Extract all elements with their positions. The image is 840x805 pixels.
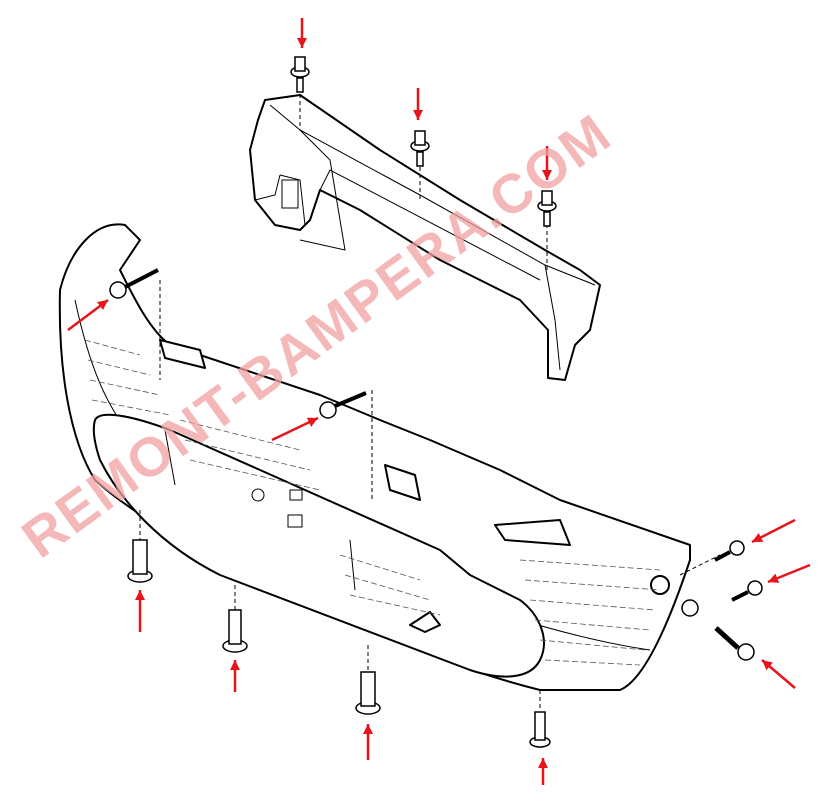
clip-top-2 bbox=[410, 130, 430, 167]
bolt-bottom-4 bbox=[529, 711, 551, 748]
arrowhead-9 bbox=[538, 758, 548, 768]
bolt-bottom-2 bbox=[222, 609, 248, 653]
bumper-cover bbox=[58, 223, 691, 691]
arrowhead-8 bbox=[363, 724, 373, 734]
screw-side-3 bbox=[714, 626, 755, 661]
arrowhead-1 bbox=[297, 38, 307, 48]
arrowhead-12 bbox=[762, 660, 773, 671]
arrowhead-3 bbox=[542, 170, 552, 180]
arrowhead-2 bbox=[413, 110, 423, 120]
fasteners bbox=[109, 56, 763, 748]
pointer-arrows bbox=[67, 18, 811, 785]
arrowhead-10 bbox=[752, 532, 764, 542]
bolt-bottom-1 bbox=[127, 539, 153, 583]
screw-side-1 bbox=[714, 540, 745, 562]
arrowhead-6 bbox=[135, 590, 145, 600]
arrowhead-7 bbox=[230, 660, 240, 670]
clip-top-1 bbox=[290, 56, 310, 93]
screw-side-2 bbox=[731, 580, 763, 602]
arrowhead-5 bbox=[306, 417, 318, 427]
arrowhead-4 bbox=[97, 300, 108, 310]
washer-nut bbox=[681, 599, 699, 617]
screw-upper-left bbox=[109, 268, 159, 299]
screw-middle bbox=[319, 391, 367, 419]
clip-top-3 bbox=[537, 190, 557, 227]
bolt-bottom-3 bbox=[355, 671, 381, 715]
arrowhead-11 bbox=[768, 573, 780, 583]
